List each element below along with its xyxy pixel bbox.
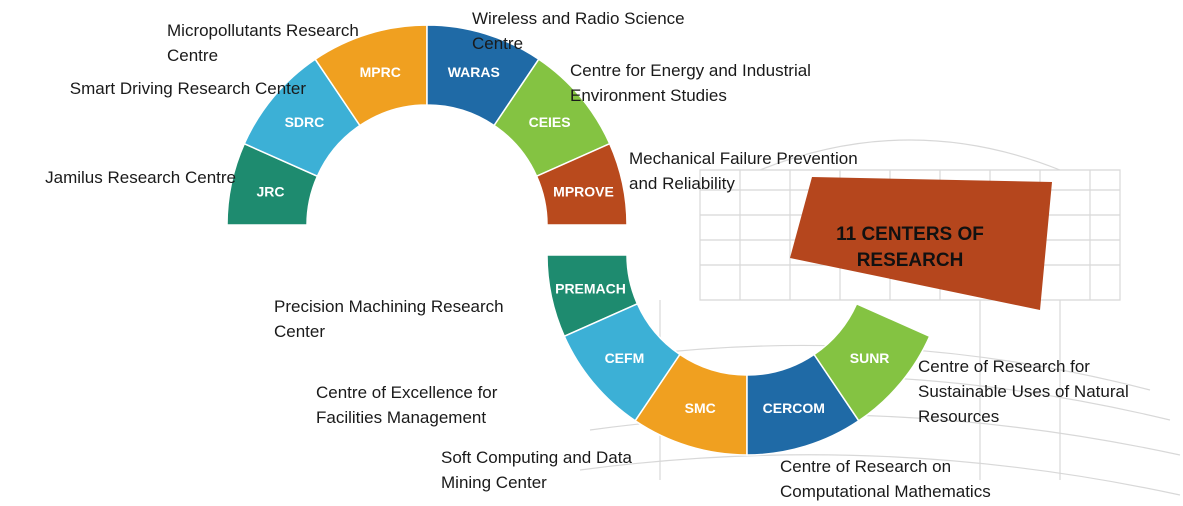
center-name-line: Centre	[167, 46, 219, 65]
center-name-line: Centre of Research for	[918, 357, 1090, 376]
center-name-line: Resources	[918, 407, 1000, 426]
segment-sunr	[813, 302, 931, 422]
center-name-line: Wireless and Radio Science	[472, 9, 685, 28]
center-name-jrc: Jamilus Research Centre	[0, 165, 236, 190]
center-name-cercom: Centre of Research on Computational Mathe…	[780, 454, 1080, 504]
center-name-line: Precision Machining Research	[274, 297, 504, 316]
segment-label-premach: PREMACH	[555, 280, 626, 296]
center-name-line: Jamilus Research Centre	[45, 168, 236, 187]
banner-line-2: RESEARCH	[856, 250, 964, 271]
banner-line-1: 11 CENTERS OF	[836, 224, 984, 245]
segment-label-sdrc: SDRC	[285, 114, 325, 130]
center-name-sdrc: Smart Driving Research Center	[0, 76, 306, 101]
segment-label-cercom: CERCOM	[763, 400, 825, 416]
center-name-mprove: Mechanical Failure Prevention and Reliabi…	[629, 146, 929, 196]
segment-label-mprc: MPRC	[360, 64, 401, 80]
center-name-line: Computational Mathematics	[780, 482, 991, 501]
segment-label-sunr: SUNR	[850, 350, 890, 366]
center-name-line: Centre of Research on	[780, 457, 952, 476]
segment-label-jrc: JRC	[256, 184, 284, 200]
segment-label-smc: SMC	[685, 400, 716, 416]
center-name-line: Facilities Management	[316, 408, 487, 427]
center-name-line: Centre	[472, 34, 524, 53]
banner-title: 11 CENTERS OF RESEARCH	[800, 222, 1020, 274]
center-name-line: Sustainable Uses of Natural	[918, 382, 1129, 401]
center-name-line: Environment Studies	[570, 86, 727, 105]
center-name-line: Centre for Energy and Industrial	[570, 61, 811, 80]
center-name-line: and Reliability	[629, 174, 735, 193]
center-name-line: Centre of Excellence for	[316, 383, 498, 402]
segment-label-waras: WARAS	[448, 64, 500, 80]
segment-label-mprove: MPROVE	[553, 184, 614, 200]
segment-label-ceies: CEIES	[529, 114, 571, 130]
center-name-line: Center	[274, 322, 326, 341]
center-name-line: Smart Driving Research Center	[69, 79, 306, 98]
center-name-line: Mining Center	[441, 473, 547, 492]
center-name-line: Soft Computing and Data	[441, 448, 632, 467]
segment-label-cefm: CEFM	[605, 350, 645, 366]
center-name-line: Micropollutants Research	[167, 21, 359, 40]
segment-mprove	[535, 142, 628, 226]
banner-shape	[790, 177, 1052, 310]
center-name-line: Mechanical Failure Prevention	[629, 149, 858, 168]
